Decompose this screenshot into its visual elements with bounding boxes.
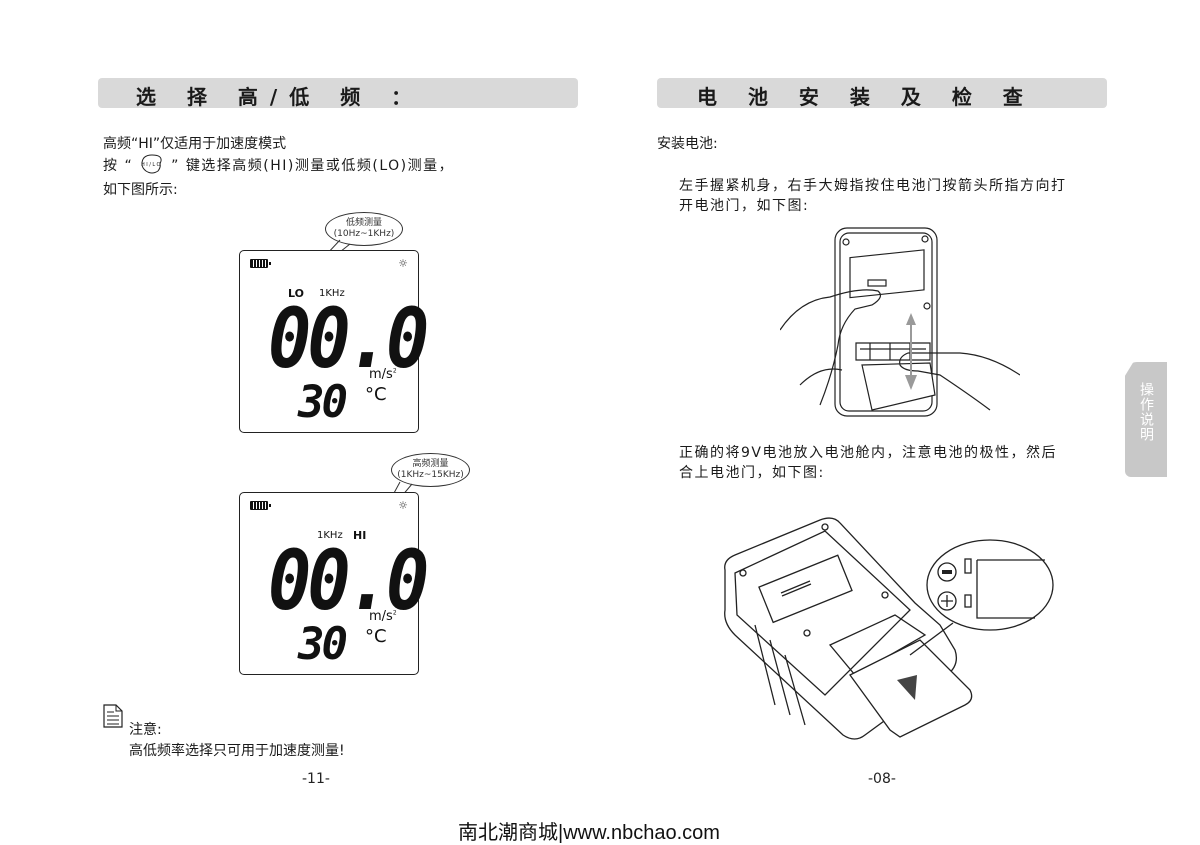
- lcd-display-low: ☼ LO 1KHz 00.0 m/s2 30 °C: [239, 250, 429, 433]
- unit-label: m/s2: [369, 367, 397, 382]
- battery-subheading: 安装电池:: [657, 136, 718, 152]
- note-label: 注意:: [129, 722, 162, 738]
- intro-line-1: 高频“HI”仅适用于加速度模式: [103, 136, 287, 152]
- low-callout-title: 低频测量: [345, 218, 382, 228]
- side-tab-label: 操作说明: [1138, 382, 1154, 442]
- high-callout-title: 高频测量: [412, 459, 449, 469]
- temperature-reading: 30: [298, 619, 348, 670]
- minus-polarity-icon: [942, 570, 952, 574]
- low-freq-callout: 低频测量 (10Hz~1KHz): [325, 212, 403, 246]
- temperature-unit: °C: [365, 626, 387, 647]
- unit-label: m/s2: [369, 609, 397, 624]
- lcd-display-high: ☼ 1KHz HI 00.0 m/s2 30 °C: [239, 492, 429, 675]
- backlight-bulb-icon: ☼: [398, 499, 408, 512]
- high-freq-callout: 高频测量 (1KHz~15KHz): [391, 453, 470, 487]
- mode-indicator: LO: [288, 287, 304, 300]
- plus-polarity-icon: [941, 595, 953, 607]
- low-callout-range: (10Hz~1KHz): [333, 229, 395, 239]
- acceleration-reading: 00.0: [268, 290, 429, 387]
- step2-line-2: 合上电池门，如下图:: [679, 465, 825, 481]
- intro-line-2-prefix: 按 “: [103, 158, 134, 174]
- backlight-bulb-icon: ☼: [398, 257, 408, 270]
- intro-line-2: 按 “ HI/LO ” 键选择高频(HI)测量或低频(LO)测量，: [103, 154, 455, 176]
- freq-indicator: 1KHz: [317, 530, 343, 541]
- intro-line-2-suffix: ” 键选择高频(HI)测量或低频(LO)测量，: [171, 158, 455, 174]
- battery-full-icon: [250, 501, 271, 510]
- intro-line-3: 如下图所示:: [103, 182, 178, 198]
- section-header-hi-lo: 选 择 高/低 频 ：: [98, 78, 578, 109]
- footer-site-link[interactable]: 南北潮商城|www.nbchao.com: [458, 822, 720, 844]
- note-text: 高低频率选择只可用于加速度测量!: [129, 743, 345, 759]
- section-title: 选 择 高/低 频 ：: [136, 85, 424, 109]
- side-tab-operation-guide[interactable]: 操作说明: [1125, 362, 1167, 477]
- step1-line-1: 左手握紧机身，右手大姆指按住电池门按箭头所指方向打: [679, 178, 1067, 194]
- temperature-reading: 30: [298, 377, 348, 428]
- temperature-unit: °C: [365, 384, 387, 405]
- battery-full-icon: [250, 259, 271, 268]
- svg-text:HI/LO: HI/LO: [141, 162, 162, 168]
- left-page-number: -11-: [302, 771, 330, 787]
- freq-indicator: 1KHz: [319, 288, 345, 299]
- mode-indicator: HI: [353, 529, 367, 542]
- right-page-number: -08-: [868, 771, 896, 787]
- section-title: 电 池 安 装 及 检 查: [697, 85, 1035, 109]
- step2-line-1: 正确的将9V电池放入电池舱内，注意电池的极性，然后: [679, 445, 1057, 461]
- hilo-key-icon: HI/LO: [139, 154, 165, 176]
- high-callout-range: (1KHz~15KHz): [397, 470, 464, 480]
- open-battery-door-illustration: [780, 227, 1020, 417]
- step1-line-2: 开电池门，如下图:: [679, 198, 810, 214]
- document-note-icon: [103, 704, 123, 728]
- insert-battery-illustration: [724, 517, 1054, 740]
- section-header-battery: 电 池 安 装 及 检 查: [657, 78, 1107, 109]
- acceleration-reading: 00.0: [268, 532, 429, 629]
